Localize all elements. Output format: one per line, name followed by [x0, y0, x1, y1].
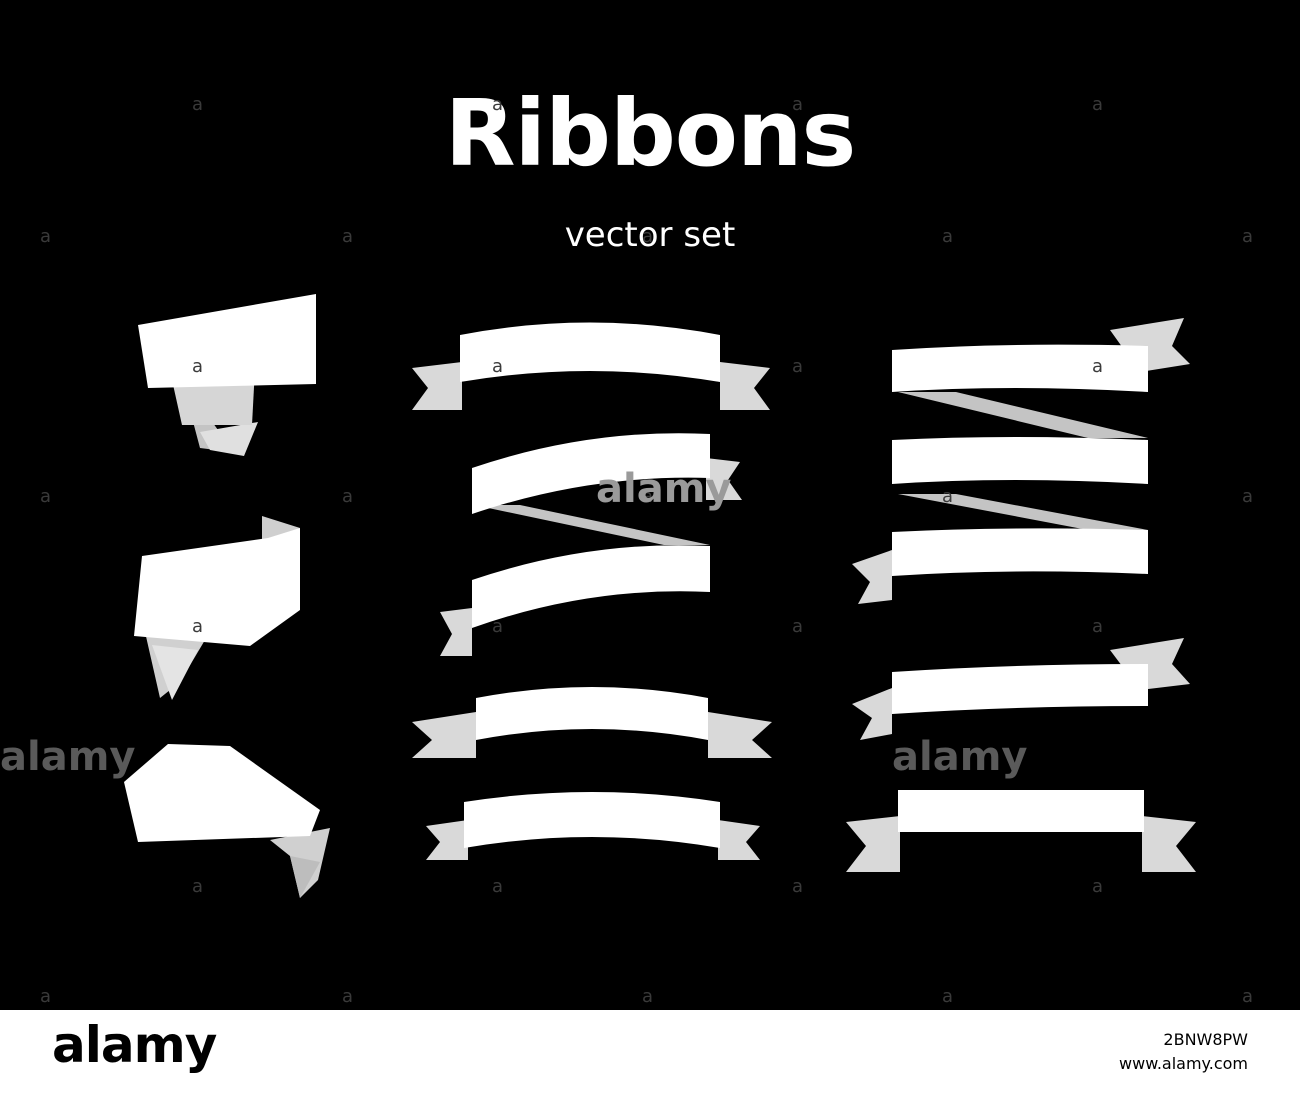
origami-banner-3	[124, 744, 330, 898]
svg-text:a: a	[192, 616, 203, 637]
svg-text:a: a	[192, 94, 203, 115]
footer-bar	[0, 1010, 1300, 1093]
svg-text:alamy: alamy	[892, 734, 1027, 780]
svg-text:a: a	[1242, 986, 1253, 1007]
svg-text:a: a	[342, 486, 353, 507]
page-title: Ribbons	[444, 80, 857, 187]
page-subtitle: vector set	[564, 215, 736, 255]
svg-text:a: a	[192, 876, 203, 897]
svg-text:a: a	[40, 986, 51, 1007]
watermark-words: alamy alamy alamy	[0, 466, 1027, 780]
svg-text:a: a	[1092, 876, 1103, 897]
svg-text:a: a	[942, 986, 953, 1007]
svg-text:a: a	[942, 226, 953, 247]
svg-text:a: a	[1092, 94, 1103, 115]
svg-text:alamy: alamy	[596, 466, 731, 512]
svg-text:a: a	[942, 486, 953, 507]
arched-ribbon-1	[412, 322, 770, 410]
svg-text:a: a	[492, 876, 503, 897]
svg-text:a: a	[1242, 486, 1253, 507]
svg-text:a: a	[642, 986, 653, 1007]
svg-text:a: a	[792, 356, 803, 377]
origami-banner-1	[138, 294, 316, 456]
svg-text:a: a	[342, 226, 353, 247]
arched-ribbon-2	[412, 687, 772, 758]
svg-text:a: a	[1242, 226, 1253, 247]
svg-text:a: a	[342, 986, 353, 1007]
wave-ribbon-1	[852, 638, 1190, 740]
footer-brand: alamy	[52, 1016, 217, 1074]
svg-text:a: a	[492, 616, 503, 637]
site-url-text: www.alamy.com	[1119, 1054, 1248, 1073]
svg-text:a: a	[40, 226, 51, 247]
svg-text:a: a	[492, 356, 503, 377]
svg-text:a: a	[1092, 356, 1103, 377]
svg-text:a: a	[192, 356, 203, 377]
svg-text:a: a	[1092, 616, 1103, 637]
arched-ribbon-3	[426, 792, 760, 860]
image-id-text: 2BNW8PW	[1163, 1030, 1248, 1049]
ribbons-artwork: a a a a a a a a a a a a a a a a a a a a a a a a a a a a a a a al…	[0, 94, 1253, 1007]
svg-text:a: a	[40, 486, 51, 507]
svg-text:a: a	[792, 94, 803, 115]
svg-text:a: a	[642, 486, 653, 507]
svg-text:a: a	[492, 94, 503, 115]
zigzag-ribbon-2	[852, 318, 1190, 604]
svg-text:alamy: alamy	[0, 734, 135, 780]
zigzag-ribbon-1	[440, 433, 742, 656]
svg-text:a: a	[792, 876, 803, 897]
svg-text:a: a	[642, 226, 653, 247]
flat-ribbon	[846, 790, 1196, 872]
origami-banner-2	[134, 516, 300, 700]
svg-text:a: a	[792, 616, 803, 637]
watermark-marks: a a a a a a a a a a a a a a a a a a a a a a a a a a a a a a a	[40, 94, 1253, 1007]
footer-image-id: 2BNW8PW www.alamy.com	[1119, 1028, 1248, 1076]
